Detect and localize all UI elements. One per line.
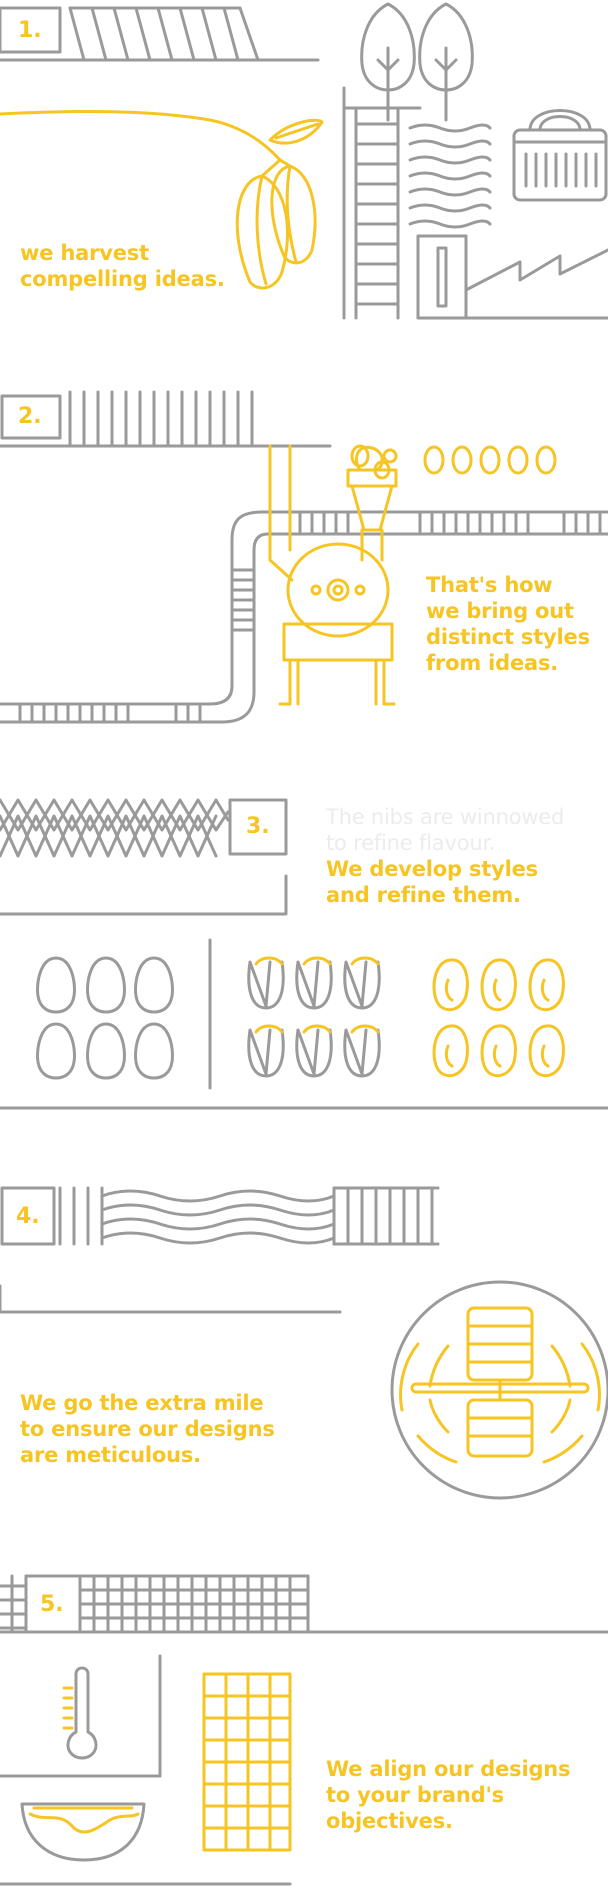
step-3-faint-text: The nibs are winnowed to refine flavour. — [326, 805, 565, 855]
step-3-box — [228, 798, 288, 856]
step-5-illustration — [0, 1574, 608, 1886]
step-2-box — [0, 394, 62, 440]
step-3-number: 3. — [246, 814, 270, 839]
roaster-icon — [268, 444, 557, 706]
step-4-illustration — [0, 1186, 608, 1500]
basket-icon — [512, 109, 608, 202]
step-5-caption: We align our designs to your brand's obj… — [326, 1757, 571, 1833]
conche-icon — [390, 1280, 608, 1500]
step-1-caption: we harvest compelling ideas. — [20, 241, 225, 291]
step-2-illustration — [0, 390, 608, 724]
thermometer-icon — [0, 1654, 162, 1778]
chocolate-bar-icon — [202, 1672, 292, 1852]
step-3-illustration — [0, 798, 608, 1110]
nib-icon — [432, 958, 565, 1078]
step-1-illustration — [0, 2, 608, 320]
step-2-caption: That's how we bring out distinct styles … — [426, 573, 590, 675]
factory-icon — [416, 234, 608, 320]
step-5-number: 5. — [40, 1592, 64, 1617]
grid-bar-icon — [0, 1574, 608, 1634]
hatch-bar-icon — [0, 6, 320, 62]
step-1-box — [0, 6, 62, 54]
thermometer-ticks-icon — [62, 1686, 74, 1730]
cacao-pod-icon — [0, 110, 324, 290]
cracked-bean-icon — [247, 956, 381, 1078]
step-3-caption: We develop styles and refine them. — [326, 857, 538, 907]
step-1-number: 1. — [18, 18, 42, 43]
ladder-icon — [342, 86, 492, 320]
step-4-number: 4. — [16, 1204, 40, 1229]
bean-icon — [36, 938, 212, 1090]
step-4-caption: We go the extra mile to ensure our desig… — [20, 1391, 275, 1467]
zigzag-icon — [0, 798, 288, 916]
wave-press-icon — [0, 1186, 440, 1314]
tree-icon — [360, 2, 474, 122]
step-4-box — [0, 1186, 56, 1246]
vertical-bars-icon — [0, 390, 332, 448]
step-2-number: 2. — [18, 404, 42, 429]
pipe-icon — [0, 510, 608, 724]
bowl-icon — [20, 1802, 146, 1862]
